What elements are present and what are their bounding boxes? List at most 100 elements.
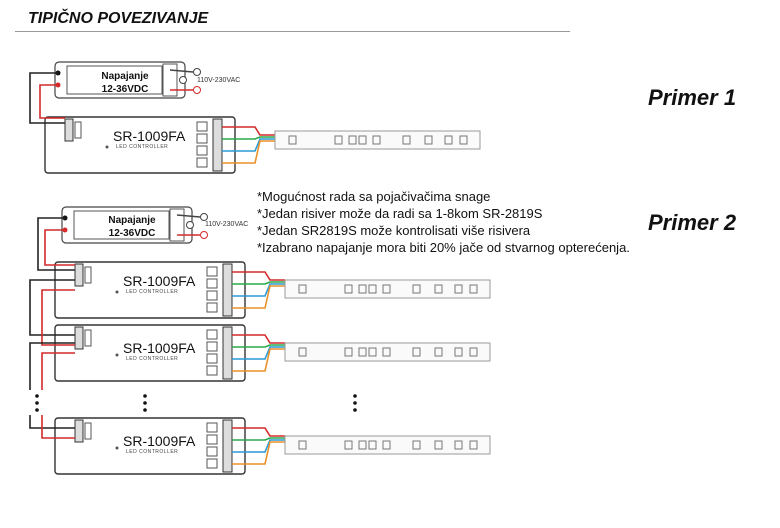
- controller-1-body: [44, 116, 236, 174]
- output-wire: [222, 136, 275, 140]
- primer-2-label: Primer 2: [648, 210, 737, 235]
- led-chip-icon: [412, 347, 421, 357]
- signal-wire: [41, 415, 75, 439]
- led-chip-icon: [344, 440, 353, 450]
- input-terminal-block: [74, 326, 84, 350]
- continuation-dot: [35, 394, 39, 398]
- psu-1-terminal: [162, 63, 178, 97]
- output-port-icon: [206, 341, 218, 352]
- led-chip-icon: [288, 135, 297, 145]
- signal-wire: [41, 289, 75, 346]
- output-wire: [232, 441, 285, 465]
- output-port-icon: [206, 290, 218, 301]
- output-port-icon: [206, 446, 218, 457]
- led-chip-icon: [382, 347, 391, 357]
- led-chip-icon: [469, 284, 478, 294]
- controller-model: SR-1009FA: [123, 433, 196, 449]
- ac-terminal-icon: [193, 68, 201, 76]
- psu-line1: Napajanje: [101, 71, 149, 82]
- output-terminal-block: [222, 263, 233, 317]
- led-chip-icon: [402, 135, 411, 145]
- led-chip-icon: [298, 347, 307, 357]
- signal-port: [84, 266, 92, 284]
- output-wire: [232, 437, 285, 441]
- note: *Izabrano napajanje mora biti 20% jače o…: [257, 240, 630, 255]
- ac-input-label-1: 110V-230VAC: [197, 77, 241, 84]
- led-chip-icon: [358, 284, 367, 294]
- continuation-dot: [143, 408, 147, 412]
- controller-subtitle: LED CONTROLLER: [126, 356, 179, 362]
- led-strip-2: [284, 279, 491, 299]
- led-chip-icon: [382, 440, 391, 450]
- psu-1-label: Napajanje 12-36VDC: [85, 70, 165, 96]
- controller-model: SR-1009FA: [113, 128, 186, 144]
- continuation-dot: [35, 408, 39, 412]
- controller-subtitle: LED CONTROLLER: [116, 144, 169, 150]
- notes-list: *Mogućnost rada sa pojačivačima snage *J…: [257, 188, 630, 256]
- psu-2-label: Napajanje 12-36VDC: [92, 214, 172, 240]
- page-title: TIPIČNO POVEZIVANJE: [28, 10, 209, 27]
- led-chip-icon: [434, 284, 443, 294]
- led-chip-icon: [454, 284, 463, 294]
- controller-2-label: SR-1009FA LED CONTROLLER: [123, 273, 195, 295]
- ac-input-label-2: 110V-230VAC: [205, 221, 249, 228]
- led-chip-icon: [382, 284, 391, 294]
- ac-wire: [176, 214, 201, 218]
- led-chip-icon: [469, 440, 478, 450]
- dc-minus-wire: [29, 72, 65, 124]
- output-port-icon: [206, 278, 218, 289]
- status-led-icon: [105, 145, 109, 149]
- led-strip-1: [274, 130, 481, 150]
- led-chip-icon: [434, 347, 443, 357]
- controller-4-body: [54, 417, 246, 475]
- output-wire: [232, 348, 285, 372]
- dc-plus-wire: [39, 84, 65, 119]
- output-wire: [222, 126, 275, 136]
- input-terminal-block: [74, 263, 84, 287]
- led-chip-icon: [424, 135, 433, 145]
- controller-1-label: SR-1009FA LED CONTROLLER: [113, 128, 185, 150]
- continuation-dot: [353, 401, 357, 405]
- psu-1-label-box: [66, 65, 163, 95]
- signal-wire: [29, 279, 75, 336]
- controller-subtitle: LED CONTROLLER: [126, 449, 179, 455]
- output-wire: [232, 285, 285, 309]
- psu-line2: 12-36VDC: [101, 84, 149, 95]
- output-port-icon: [206, 353, 218, 364]
- psu-2-label-box: [73, 210, 170, 240]
- status-led-icon: [115, 290, 119, 294]
- controller-subtitle: LED CONTROLLER: [126, 289, 179, 295]
- led-chip-icon: [444, 135, 453, 145]
- status-led-icon: [115, 446, 119, 450]
- output-wire: [232, 346, 285, 360]
- output-wire: [232, 283, 285, 297]
- output-port-icon: [206, 422, 218, 433]
- psu-line1: Napajanje: [108, 215, 156, 226]
- led-chip-icon: [412, 284, 421, 294]
- controller-4-label: SR-1009FA LED CONTROLLER: [123, 433, 195, 455]
- controller-3-label: SR-1009FA LED CONTROLLER: [123, 340, 195, 362]
- signal-port: [84, 329, 92, 347]
- continuation-dot: [35, 401, 39, 405]
- note: *Mogućnost rada sa pojačivačima snage: [257, 189, 491, 204]
- continuation-dot: [143, 401, 147, 405]
- led-chip-icon: [368, 347, 377, 357]
- output-port-icon: [196, 121, 208, 132]
- output-port-icon: [206, 302, 218, 313]
- signal-port: [84, 422, 92, 440]
- led-chip-icon: [334, 135, 343, 145]
- dc-plus-wire: [44, 229, 75, 266]
- controller-model: SR-1009FA: [123, 340, 196, 356]
- output-port-icon: [206, 434, 218, 445]
- signal-wire: [29, 415, 75, 429]
- primer-1-label: Primer 1: [648, 85, 737, 110]
- ac-terminal-icon: [200, 231, 208, 239]
- led-chip-icon: [434, 440, 443, 450]
- led-chip-icon: [348, 135, 357, 145]
- title-underline: [15, 31, 570, 32]
- led-strip-4: [284, 435, 491, 455]
- psu-2-terminal: [169, 208, 185, 242]
- continuation-dot: [353, 394, 357, 398]
- led-chip-icon: [358, 347, 367, 357]
